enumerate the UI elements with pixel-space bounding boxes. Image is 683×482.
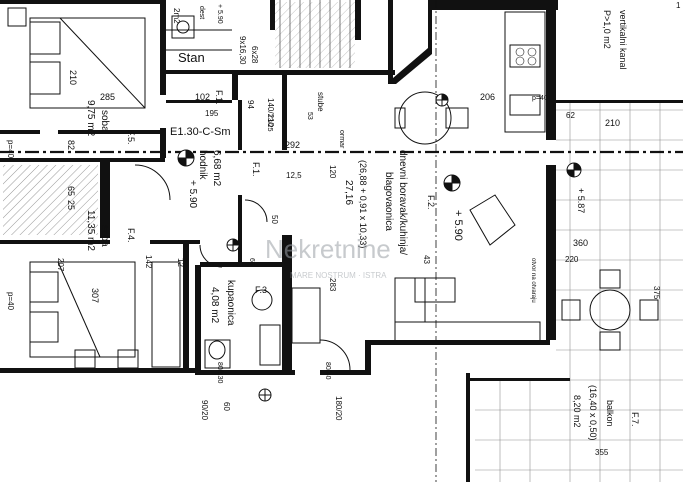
cabinet-label: ormar [338,130,345,149]
dim-65: 65 [66,186,76,196]
living-name: dnevni boravak/kuhinja/ [397,150,408,255]
dim-375: 375 [652,286,661,300]
dest-label: dest [198,6,205,19]
dim-62: 62 [566,111,575,120]
room-labels: 210 285 9,75 m2 soba F.5. 82 65 25 p=40 … [6,1,681,457]
stair-treads [166,0,351,68]
living-area: 27,16 [343,180,354,205]
dim-207: 207 [56,258,65,272]
room-top-dim: 210 [68,70,78,85]
dim-210b: 210 [605,118,620,128]
room-mid-name: soba [99,225,110,247]
balcony-paving [475,103,683,482]
balcony-area: 8,20 m2 [572,395,582,428]
dim-80-130: 80/130 [216,362,223,384]
dim-1: 1 [676,1,681,10]
room-top-area: 9,75 m2 [85,100,96,137]
p40-b: p=40 [6,292,15,311]
dim-283: 283 [328,278,337,292]
room-top-name: soba [99,110,110,132]
stair-hatch [275,2,355,68]
window-note: otvor na otvaraju [530,258,536,303]
balcony-code: F.7. [630,412,640,427]
dim-25: 25 [66,200,76,210]
dim-195: 195 [205,109,219,118]
dim-53: 53 [306,112,313,120]
level-living: + 5.90 [452,210,464,241]
stair-code: F.1. [214,90,224,105]
dim-142: 142 [144,255,153,269]
room-mid-area: 11,35 m2 [85,210,96,251]
dim-180-20: 180/20 [334,396,343,421]
dim-82: 82 [66,140,76,150]
m2-top: 2m2 [172,8,181,24]
dim-13-25: 13/25 [266,114,273,132]
watermark: Nekretnine MARE NOSTRUM · ISTRA [265,234,391,280]
dim-50: 50 [270,215,279,224]
bath-area: 4,08 m2 [209,287,220,324]
stair-up-label: stube [316,92,325,112]
dim-60: 60 [222,402,231,411]
dim-90-20: 90/20 [200,400,209,421]
vent-line2: P>1,0 m2 [602,10,612,49]
hall-area: 6,68 m2 [211,150,222,187]
dim-206: 206 [480,92,495,102]
dim-292: 292 [285,140,300,150]
hall-code: F.1. [251,162,261,177]
stair-label: Stan [178,50,205,65]
dim-94: 94 [246,100,255,109]
bath-code: F.3. [255,285,270,295]
furniture [7,7,659,371]
level-hall: + 5.90 [187,180,198,209]
dim-360: 360 [573,238,588,248]
living-code: F.2. [426,195,436,210]
room-mid-code: F.4. [126,228,136,243]
stairs-spec2: 6x28 [250,46,259,64]
dim-12: 12 [176,258,185,267]
living-dims: (26,88 + 0,91 x 10,33) [358,160,368,248]
balcony-name: balkon [605,400,615,427]
dim-65b: 65 [248,258,255,266]
level-balcony: + 5.87 [576,188,586,213]
watermark-sub: MARE NOSTRUM · ISTRA [290,271,387,280]
stan-ref: E1.30-C-Sm [170,126,231,138]
balcony-dims: (16,40 x 0,50) [588,385,598,441]
dim-140: 140/210 [266,98,275,127]
dim-12-5: 12,5 [286,171,302,180]
dim-102: 102 [195,92,210,102]
level-stair: + 5.90 [216,4,223,24]
dim-355: 355 [595,448,609,457]
vent-line1: vertikalni kanal [618,10,628,70]
dim-80-40: 80/40 [324,362,331,380]
p40-c: p=40 [532,95,548,102]
dim-220: 220 [565,255,579,264]
level-markers [177,93,582,402]
dim-120: 120 [328,165,337,179]
void-hatch [3,165,98,235]
dim-43: 43 [422,255,431,264]
room-top-code: F.5. [126,130,136,145]
dim-307: 307 [90,288,100,303]
watermark-brand: Nekretnine [265,234,391,264]
stairs-spec: 9x16,30 [238,36,247,65]
p40-a: p=40 [6,140,15,159]
dim-285: 285 [100,92,115,102]
living-name2: blagovaonica [383,172,394,231]
bath-name: kupaonica [225,280,236,326]
hall-name: hodnik [197,150,208,180]
